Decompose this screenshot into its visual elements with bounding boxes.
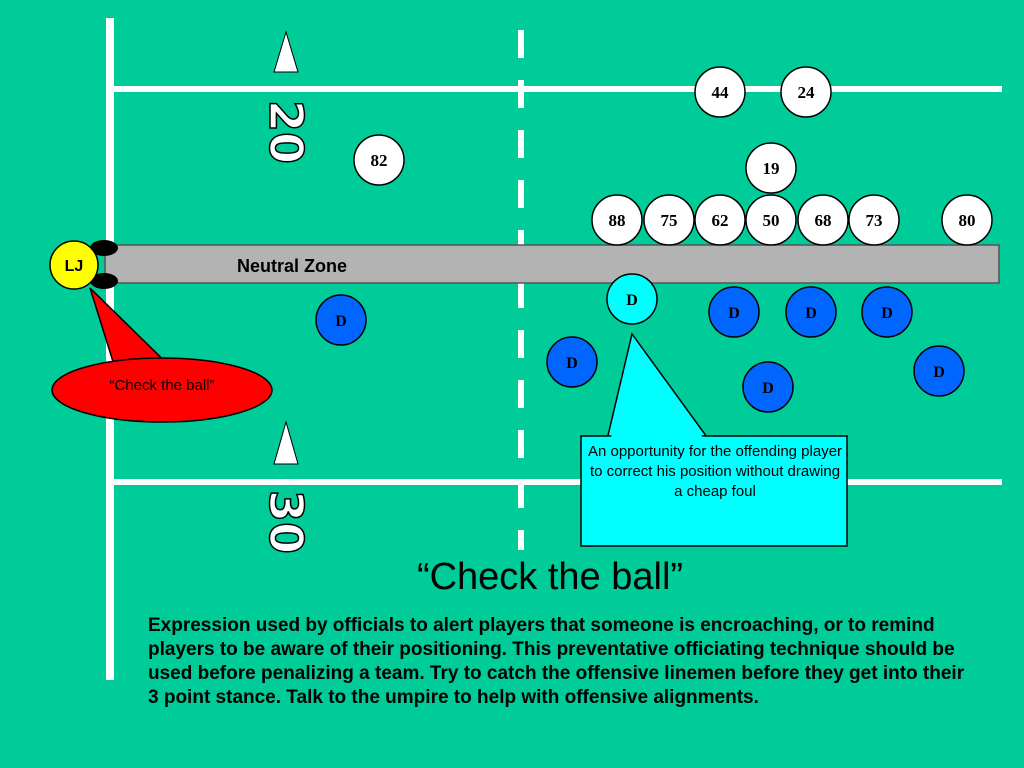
line-judge-label: LJ — [65, 258, 84, 275]
offense-players: 44 24 82 19 88 75 62 50 68 73 80 — [353, 66, 993, 246]
encroaching-defender — [606, 273, 658, 325]
offensive-player-73-label: 73 — [866, 211, 883, 230]
offensive-player-24-label: 24 — [798, 83, 816, 102]
offensive-player-62 — [694, 194, 746, 246]
neutral-zone-label: Neutral Zone — [237, 256, 347, 276]
yard-number-20: 20 — [259, 100, 313, 164]
offensive-player-75-label: 75 — [661, 211, 678, 230]
cyan-callout-text: An opportunity for the offending player … — [587, 443, 843, 500]
offensive-player-88 — [591, 194, 643, 246]
offensive-player-80 — [941, 194, 993, 246]
defender-3-label: D — [805, 305, 817, 322]
official-marker-bottom — [90, 273, 118, 289]
offensive-player-82 — [353, 134, 405, 186]
line-judge — [49, 240, 99, 290]
offensive-player-24 — [780, 66, 832, 118]
red-callout-text: “Check the ball” — [109, 377, 215, 394]
defender-1 — [315, 294, 367, 346]
official-marker-top — [90, 240, 118, 256]
slide-body-text: Expression used by officials to alert pl… — [148, 615, 965, 708]
offensive-player-44 — [694, 66, 746, 118]
offensive-player-88-label: 88 — [609, 211, 626, 230]
offensive-player-19 — [745, 142, 797, 194]
red-callout-bubble — [51, 357, 273, 423]
defender-6 — [913, 345, 965, 397]
defender-1-label: D — [335, 313, 347, 330]
encroaching-defender-label: D — [626, 292, 638, 309]
defender-7 — [742, 361, 794, 413]
offensive-player-82-label: 82 — [371, 151, 388, 170]
defender-7-label: D — [762, 380, 774, 397]
offensive-player-75 — [643, 194, 695, 246]
direction-arrow-top — [273, 30, 299, 73]
offensive-player-68 — [797, 194, 849, 246]
direction-arrow-bottom — [273, 420, 299, 465]
defense-players: D D D D D D D D — [315, 273, 965, 413]
defender-3 — [785, 286, 837, 338]
defender-4 — [861, 286, 913, 338]
defender-2-label: D — [728, 305, 740, 322]
defender-5-label: D — [566, 355, 578, 372]
offensive-player-68-label: 68 — [815, 211, 832, 230]
offensive-player-44-label: 44 — [712, 83, 730, 102]
defender-6-label: D — [933, 364, 945, 381]
yard-line-20 — [114, 86, 1002, 92]
offensive-player-50-label: 50 — [763, 211, 780, 230]
offensive-player-73 — [848, 194, 900, 246]
offensive-player-80-label: 80 — [959, 211, 976, 230]
offensive-player-62-label: 62 — [712, 211, 729, 230]
cyan-callout-box — [580, 435, 848, 547]
offensive-player-19-label: 19 — [763, 159, 780, 178]
offensive-player-50 — [745, 194, 797, 246]
yard-line-30 — [114, 479, 1002, 485]
defender-5 — [546, 336, 598, 388]
yard-number-30: 30 — [259, 490, 313, 554]
defender-4-label: D — [881, 305, 893, 322]
slide-title: “Check the ball” — [416, 556, 684, 598]
defender-2 — [708, 286, 760, 338]
cyan-callout-pointer-fill — [610, 338, 706, 442]
neutral-zone — [104, 244, 1000, 284]
